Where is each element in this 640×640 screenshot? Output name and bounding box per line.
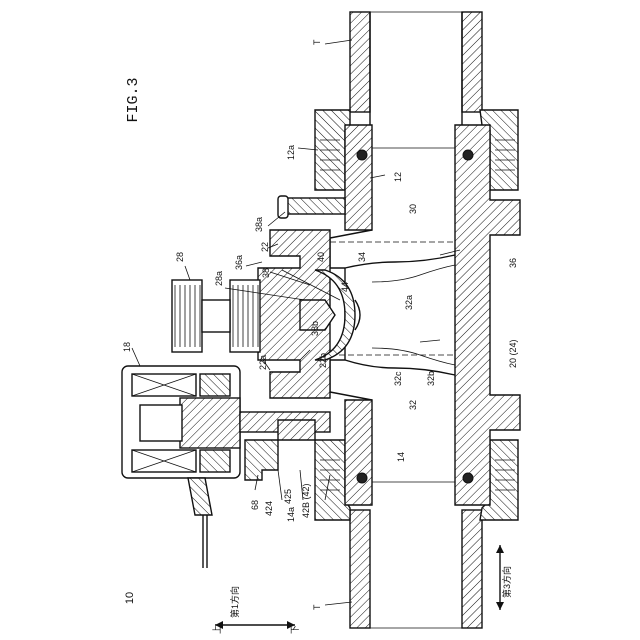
- label-12: 12: [393, 172, 403, 182]
- label-22b: 22b: [318, 353, 328, 368]
- label-up: 上: [212, 625, 222, 634]
- label-T-top: T: [312, 39, 322, 45]
- label-425: 425: [283, 489, 293, 504]
- label-34: 34: [357, 252, 367, 262]
- label-14a: 14a: [286, 507, 296, 522]
- label-42b: 42B (42): [301, 483, 311, 518]
- reference-number: 10: [124, 592, 136, 604]
- label-18: 18: [122, 342, 132, 352]
- label-36a: 36a: [234, 255, 244, 270]
- label-424: 424: [264, 501, 274, 516]
- label-12a: 12a: [286, 145, 296, 160]
- label-38: 38: [261, 268, 271, 278]
- label-32a: 32a: [404, 295, 414, 310]
- label-28: 28: [175, 252, 185, 262]
- label-44: 44: [340, 282, 350, 292]
- label-32: 32: [408, 400, 418, 410]
- direction-arrow-1: [215, 621, 295, 629]
- label-28a: 28a: [214, 271, 224, 286]
- label-T-bottom: T: [312, 604, 322, 610]
- label-22: 22: [260, 242, 270, 252]
- label-20: 20 (24): [508, 339, 518, 368]
- label-32b: 32b: [426, 371, 436, 386]
- label-40: 40: [316, 252, 326, 262]
- label-30: 30: [408, 204, 418, 214]
- bonnet: [258, 196, 345, 398]
- label-down: 下: [290, 625, 300, 634]
- label-22a: 22a: [258, 355, 268, 370]
- label-direction-1: 第1方向: [229, 586, 240, 618]
- label-36: 36: [508, 258, 518, 268]
- label-14: 14: [396, 452, 406, 462]
- pipe-top: [350, 12, 482, 125]
- figure-title: FIG.3: [125, 77, 142, 122]
- label-68: 68: [250, 500, 260, 510]
- label-direction-3: 第3方向: [501, 566, 512, 598]
- label-38b: 38b: [310, 321, 320, 336]
- label-38a: 38a: [254, 217, 264, 232]
- pipe-bottom: [350, 510, 482, 628]
- manual-knob: [172, 280, 260, 352]
- label-32c: 32c: [393, 371, 403, 386]
